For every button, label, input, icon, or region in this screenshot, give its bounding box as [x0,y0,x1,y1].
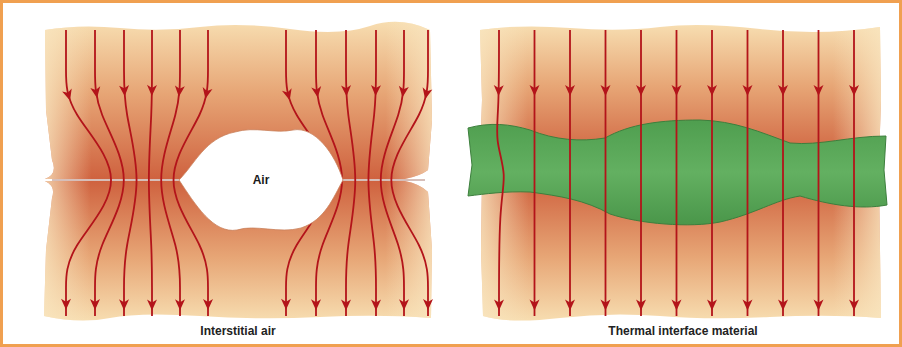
arrowhead [341,85,351,96]
arrowhead [174,85,185,97]
heat-flow-line [346,30,355,316]
arrowhead [814,85,824,96]
arrowhead [849,85,859,96]
arrowhead [147,299,157,310]
arrowhead [399,299,409,310]
arrowhead [601,85,611,96]
heat-flow-line [534,30,536,316]
arrowhead [147,85,157,96]
arrowhead [636,85,646,96]
arrowhead [778,85,788,96]
arrowhead [672,85,682,96]
heat-flow-line [161,30,180,316]
arrowhead [423,299,433,310]
arrowhead [707,85,717,96]
arrowhead [707,299,717,310]
arrowhead [565,299,575,310]
arrowhead [565,85,575,96]
heat-flow-line [95,30,124,316]
thermal-interface-layer [468,120,887,225]
heat-flow-line [782,30,784,316]
heat-flow-line [149,30,152,316]
arrowhead [601,299,611,310]
arrowhead [175,299,185,310]
heat-flow-line [368,30,376,316]
arrowhead [814,299,824,310]
heat-flow-line [605,30,607,316]
arrowhead [743,299,753,310]
panel-caption: Thermal interface material [608,324,757,338]
heat-flow-line [124,30,137,316]
arrowhead [281,299,291,310]
arrowhead [530,85,540,96]
arrowhead [530,299,540,310]
heat-flow-line [747,30,749,316]
arrowhead [62,89,75,102]
panel-caption: Interstitial air [200,324,275,338]
arrowhead [743,85,753,96]
arrowhead [311,299,321,310]
arrowhead [119,85,130,97]
arrowhead [494,299,504,310]
arrowhead [420,87,432,100]
heat-flow-line [640,30,642,316]
heat-flow-line [711,30,713,316]
arrowhead [311,86,322,98]
heat-flow-line [853,30,855,316]
heat-flow-line [66,30,111,316]
arrowhead [203,299,213,310]
node-label: Air [253,173,270,187]
right-blocks [468,25,887,321]
left-blocks [44,22,432,321]
heat-flow-line [391,30,428,316]
air-void: Air [175,124,347,236]
arrowhead [90,86,102,98]
heat-flow-lines [61,30,859,316]
heat-flow-line [569,30,571,316]
heat-flow-line [676,30,678,316]
arrowhead [282,88,295,101]
arrowhead [849,299,859,310]
arrowhead [398,86,409,98]
arrowhead [636,299,646,310]
arrowhead [119,299,129,310]
arrowhead [494,85,504,96]
arrowhead [200,87,212,100]
heat-flow-line [497,30,504,316]
arrowhead [371,299,381,310]
arrowhead [341,299,351,310]
arrowhead [61,299,71,310]
void-shape [179,130,343,231]
arrowhead [90,299,100,310]
arrowhead [672,299,682,310]
heat-flow-line [818,30,820,316]
arrowhead [778,299,788,310]
arrowhead [371,85,381,96]
